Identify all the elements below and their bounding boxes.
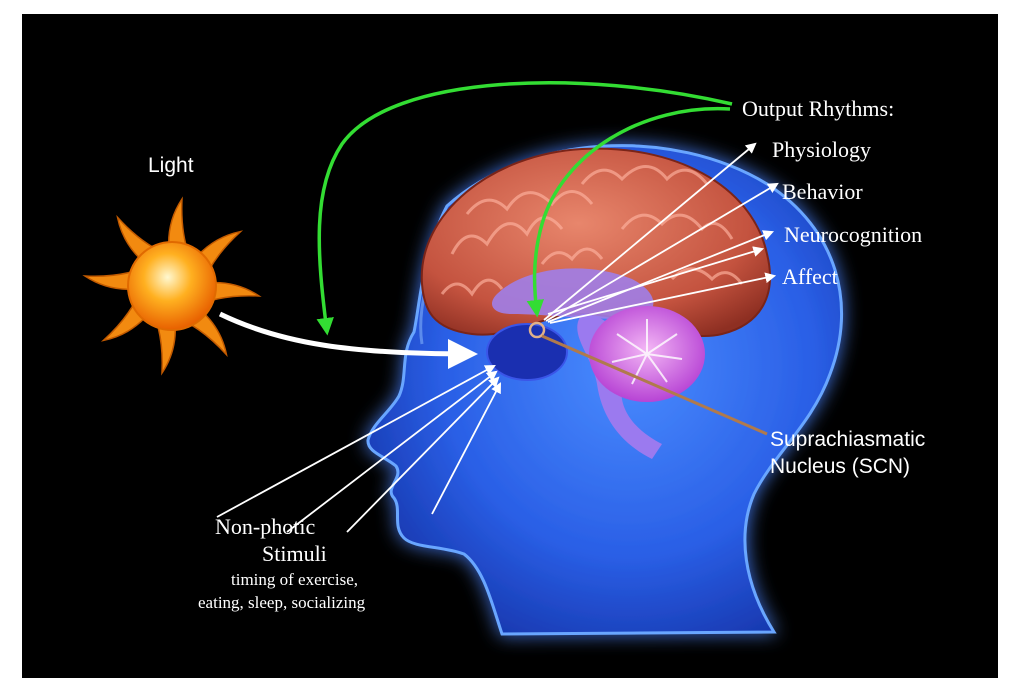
scn-pointer-line (541, 334, 768, 436)
scn-label-line2: Nucleus (SCN) (770, 455, 911, 478)
output-rhythms-heading: Output Rhythms: (742, 96, 895, 121)
output-affect: Affect (782, 264, 838, 289)
nonphotic-label-line1: Non-photic (215, 514, 316, 539)
light-label: Light (148, 154, 194, 177)
nonphotic-detail-line2: eating, sleep, socializing (198, 593, 366, 612)
nasal-region (486, 323, 568, 381)
scn-marker (528, 321, 546, 339)
circadian-diagram (82, 81, 843, 636)
output-physiology: Physiology (772, 137, 872, 162)
output-neurocognition: Neurocognition (784, 222, 923, 247)
sun-icon (82, 196, 262, 376)
scn-label-line1: Suprachiasmatic (770, 428, 926, 451)
output-behavior: Behavior (782, 179, 863, 204)
cerebellum (589, 306, 705, 402)
light-arrow (218, 311, 478, 369)
feedback-arrows (316, 81, 733, 336)
nonphotic-arrows (216, 364, 502, 533)
nonphotic-label-line2: Stimuli (262, 541, 327, 566)
output-arrows (543, 142, 779, 324)
nonphotic-detail-line1: timing of exercise, (231, 570, 358, 589)
diagram-canvas: Light Output Rhythms: Physiology Behavio… (22, 14, 998, 678)
